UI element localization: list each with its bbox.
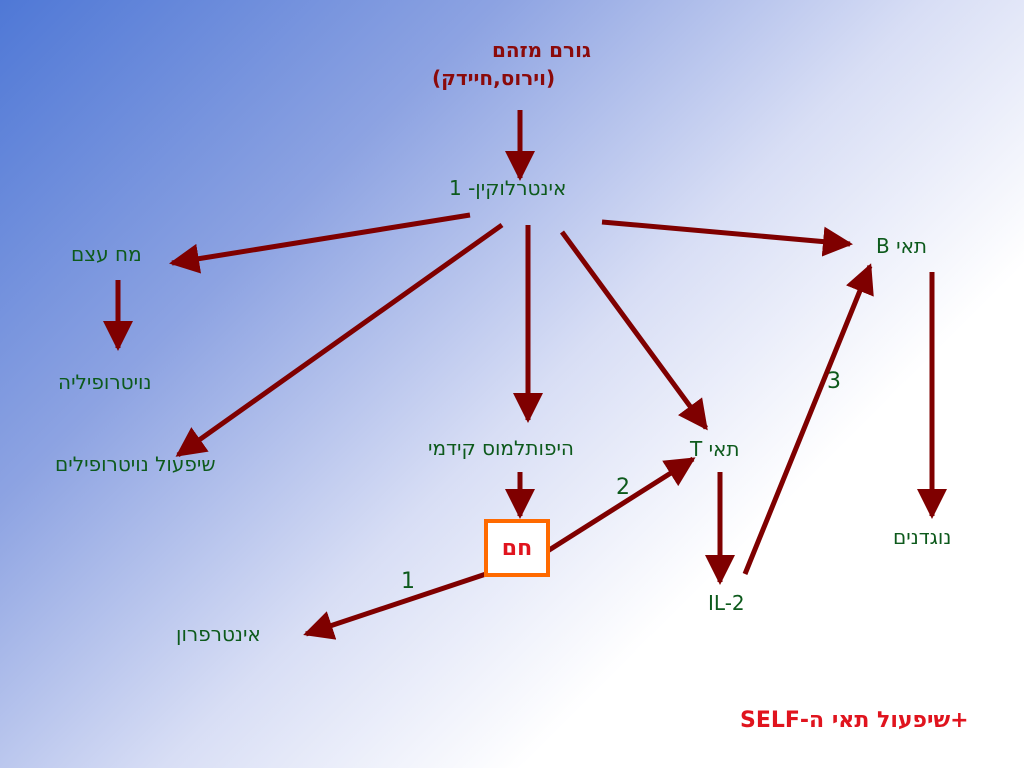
node-fever: חם	[501, 535, 533, 561]
arrow-il1-to-neutrophil-activation	[175, 222, 504, 458]
node-il-2: IL-2	[708, 591, 745, 615]
node-interferon: אינטרפרון	[176, 622, 261, 646]
node-neutrophil-activation: שיפעול נויטרופילים	[55, 452, 216, 476]
node-interleukin-1: אינטרלוקין- 1	[449, 176, 567, 200]
node-t-cells: תאי T	[690, 437, 740, 461]
node-bone-marrow: מח עצם	[71, 242, 142, 266]
pathogen-subtitle: (וירוס,חיידק)	[432, 66, 556, 90]
edge-label-1: 1	[401, 569, 415, 594]
edge-label-2: 2	[616, 475, 630, 500]
arrow-fever-to-interferon	[303, 569, 493, 640]
fever-box: חם	[484, 519, 550, 577]
footer-self-activation: +שיפעול תאי ה-SELF	[740, 708, 969, 733]
arrow-il2-to-b-cells	[742, 263, 874, 575]
arrow-il1-to-b-cells	[601, 219, 853, 257]
arrow-il1-to-bone-marrow	[169, 212, 471, 274]
node-b-cells: תאי B	[876, 234, 928, 258]
edge-label-3: 3	[827, 369, 841, 394]
node-antibodies: נוגדנים	[893, 525, 952, 549]
node-anterior-hypothalamus: היפותלמוס קידמי	[428, 436, 574, 460]
pathogen-title: גורם מזהם	[492, 38, 591, 62]
node-neutrophilia: נויטרופיליה	[58, 370, 152, 394]
arrow-fever-to-t-cells	[544, 456, 696, 555]
arrow-il1-to-t-cells	[559, 230, 709, 431]
